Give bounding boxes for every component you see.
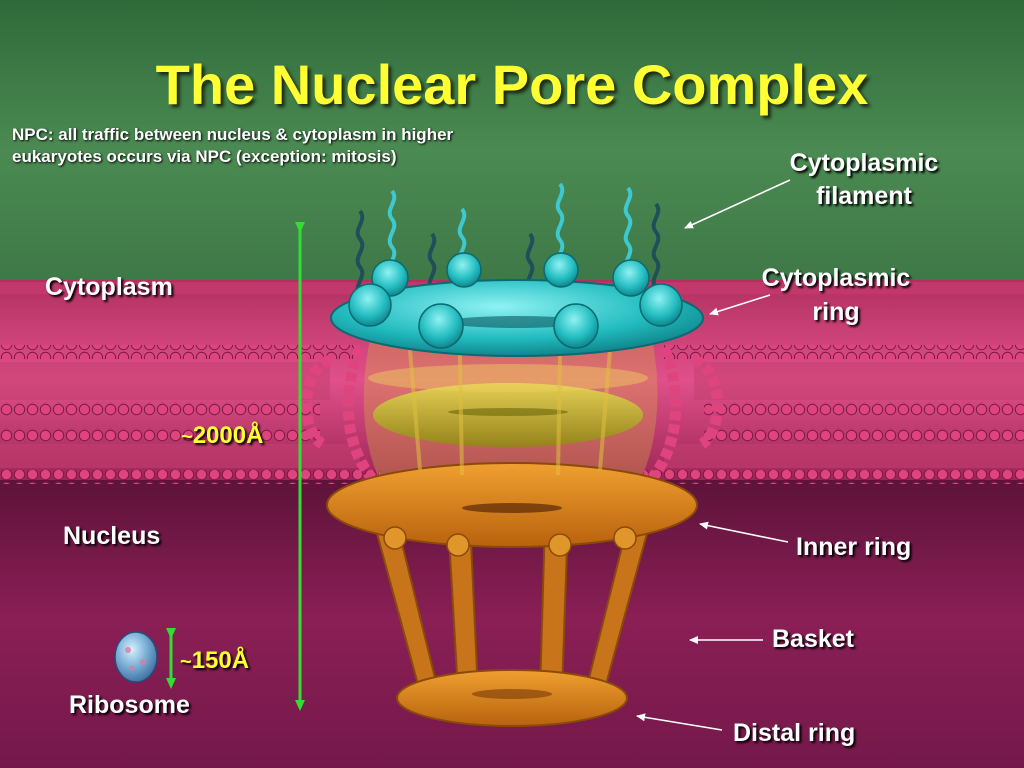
label-cytoplasmic-filament-line2: filament — [816, 182, 912, 210]
intro-line-1: NPC: all traffic between nucleus & cytop… — [12, 125, 454, 144]
label-distal-ring: Distal ring — [733, 719, 856, 747]
measure-ribosome-size: ~150Å — [180, 647, 249, 675]
slide-title: The Nuclear Pore Complex — [155, 53, 869, 116]
pointer-inner-ring — [699, 521, 789, 543]
nuclear-pore-complex — [326, 182, 704, 727]
pointer-cytoplasmic-filament — [684, 179, 791, 229]
label-cytoplasm: Cytoplasm — [45, 273, 173, 301]
label-cytoplasmic-filament: Cytoplasmic filament — [770, 147, 958, 213]
pointer-arrows — [636, 179, 791, 731]
ribosome-icon — [114, 631, 158, 683]
label-inner-ring: Inner ring — [796, 533, 912, 561]
label-cytoplasmic-ring-line1: Cytoplasmic — [761, 264, 911, 292]
measure-ribosome-size-tilde: ~ — [180, 651, 192, 673]
label-cytoplasmic-filament-line1: Cytoplasmic — [789, 149, 939, 177]
label-basket: Basket — [772, 625, 854, 653]
measure-ribosome-size-value: 150Å — [191, 647, 250, 674]
label-cytoplasmic-ring: Cytoplasmic ring — [742, 261, 930, 329]
nuclear-envelope — [0, 280, 1024, 484]
pointer-distal-ring — [636, 713, 723, 731]
label-cytoplasmic-ring-line2: ring — [812, 298, 860, 326]
label-ribosome: Ribosome — [69, 691, 190, 719]
pointer-cytoplasmic-ring — [709, 294, 771, 316]
cytoplasmic-ring-subunits — [348, 252, 683, 349]
measure-npc-height-tilde: ~ — [181, 426, 193, 448]
label-nucleus: Nucleus — [63, 522, 161, 550]
measure-npc-height: ~2000Å — [181, 422, 263, 450]
cytoplasm-region — [0, 0, 1024, 300]
measure-npc-height-value: 2000Å — [192, 422, 264, 449]
basket — [370, 514, 654, 694]
intro-line-2: eukaryotes occurs via NPC (exception: mi… — [12, 147, 397, 166]
intro-text: NPC: all traffic between nucleus & cytop… — [12, 124, 572, 168]
